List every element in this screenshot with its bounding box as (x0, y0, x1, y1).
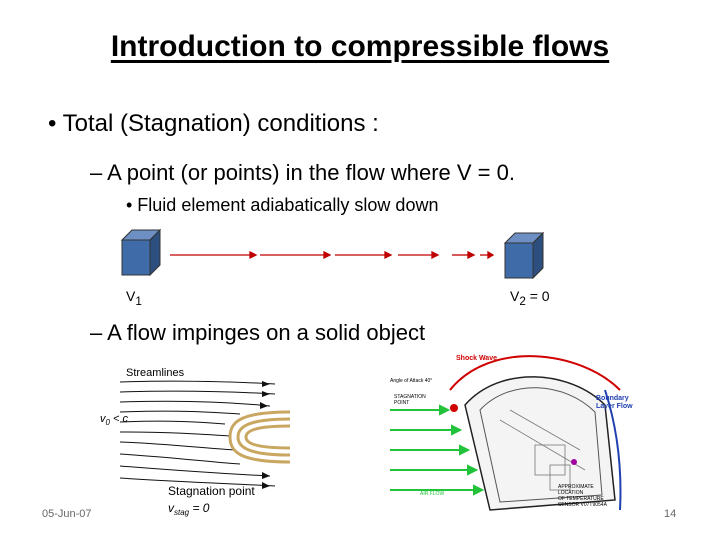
v1-label: V1 (126, 288, 142, 308)
sensor-dot (571, 459, 577, 465)
svg-text:vstag = 0: vstag = 0 (168, 501, 210, 517)
solid-object (228, 410, 290, 464)
air-flow-label: AIR FLOW (420, 491, 444, 497)
shock-wave-curve (449, 355, 621, 391)
shock-wave-label: Shock Wave (456, 355, 497, 362)
fluid-element-diagram (120, 228, 545, 280)
bullet-total-conditions: • Total (Stagnation) conditions : (48, 110, 379, 137)
stagnation-label-1: STAGNATION (394, 394, 426, 400)
svg-text:v0 < c: v0 < c (100, 413, 128, 427)
cube-left (120, 228, 162, 277)
streamline-arrowheads (260, 381, 270, 489)
air-flow-arrows (390, 404, 485, 496)
v-stag-label: vstag = 0 (168, 501, 210, 517)
approx-label-1: APPROXIMATE (558, 484, 594, 490)
boundary-layer-flow (604, 389, 622, 511)
footer-date: 05-Jun-07 (42, 508, 92, 520)
approx-label-4: SENSOR V07T9054A (558, 502, 608, 508)
approx-label-3: OF TEMPERATURE (558, 496, 604, 502)
streamline-diagram: Streamlines v0 < c Stagnation point vsta… (100, 367, 290, 517)
velocity-arrows (170, 250, 495, 260)
v0-label: v0 < c (100, 413, 128, 427)
streamline-curves (119, 380, 276, 487)
v2-label: V2 = 0 (510, 288, 550, 308)
bullet-adiabatic: • Fluid element adiabatically slow down (126, 195, 439, 215)
stagnation-dot (450, 404, 458, 412)
shock-wave-diagram: Shock Wave Angle of Attack 40° STAGNATIO… (390, 355, 633, 511)
approx-label-2: LOCATION (558, 490, 584, 496)
stagnation-point-label: Stagnation point (168, 484, 255, 498)
cube-right (503, 231, 545, 280)
streamlines-label: Streamlines (126, 367, 185, 379)
page-title: Introduction to compressible flows (110, 30, 610, 63)
vehicle-internals (499, 409, 586, 491)
boundary-label-1: Boundary (596, 395, 629, 402)
boundary-label-2: Layer Flow (596, 403, 633, 410)
stagnation-label-2: POINT (394, 400, 409, 406)
bullet-v-zero: – A point (or points) in the flow where … (90, 160, 515, 185)
angle-of-attack-label: Angle of Attack 40° (390, 378, 432, 384)
slide-number: 14 (664, 508, 677, 520)
bullet-impinges: – A flow impinges on a solid object (90, 320, 426, 345)
